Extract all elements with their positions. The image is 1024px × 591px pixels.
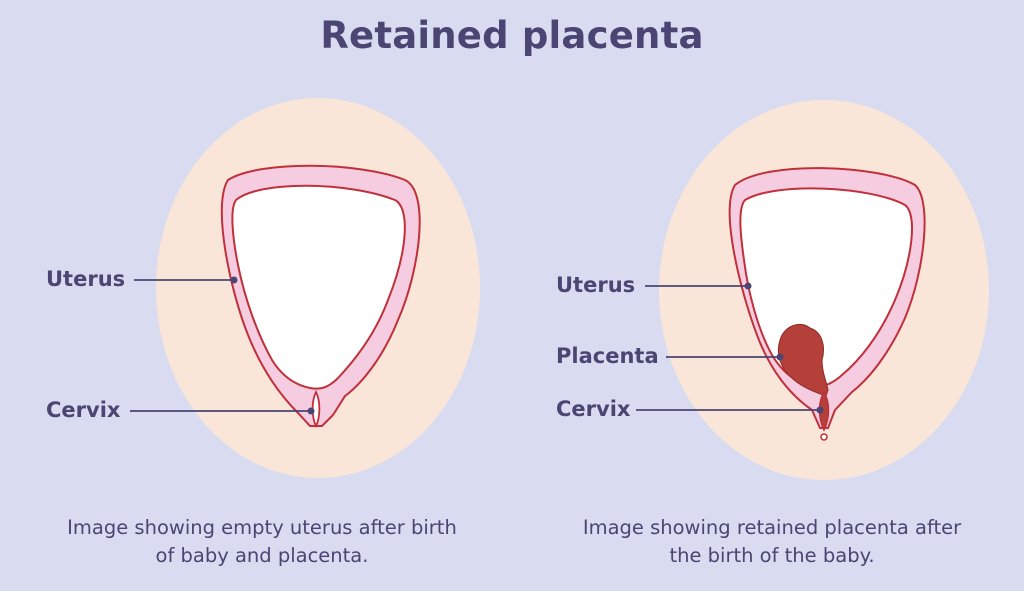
left-uterus-leader-dot <box>230 276 238 284</box>
placenta-drip <box>820 433 828 441</box>
left-uterus-diagram <box>130 98 480 478</box>
right-uterus-label: Uterus <box>556 273 636 297</box>
right-placenta-label: Placenta <box>556 344 659 368</box>
right-cervix-label: Cervix <box>556 397 631 421</box>
left-caption-line1: Image showing empty uterus after birth <box>67 516 457 539</box>
right-uterus-diagram <box>636 100 989 480</box>
right-caption-line1: Image showing retained placenta after <box>582 516 962 539</box>
right-caption-line2: the birth of the baby. <box>669 544 875 568</box>
right-cervix-leader-dot <box>816 406 824 414</box>
left-uterus-cavity <box>231 184 406 390</box>
left-caption: Image showing empty uterus after birth o… <box>32 514 492 571</box>
placenta-in-cervix <box>818 390 830 432</box>
left-uterus-label: Uterus <box>46 267 126 291</box>
placenta-mass <box>777 324 829 397</box>
left-cervix-label: Cervix <box>46 398 121 422</box>
right-uterus-leader-dot <box>744 282 752 290</box>
left-cervix-leader-dot <box>307 407 315 415</box>
page-title: Retained placenta <box>320 14 704 57</box>
right-placenta-leader-dot <box>776 353 784 361</box>
left-caption-line2: of baby and placenta. <box>155 544 369 568</box>
right-caption: Image showing retained placenta after th… <box>542 514 1002 571</box>
left-cervix-canal <box>311 389 321 429</box>
